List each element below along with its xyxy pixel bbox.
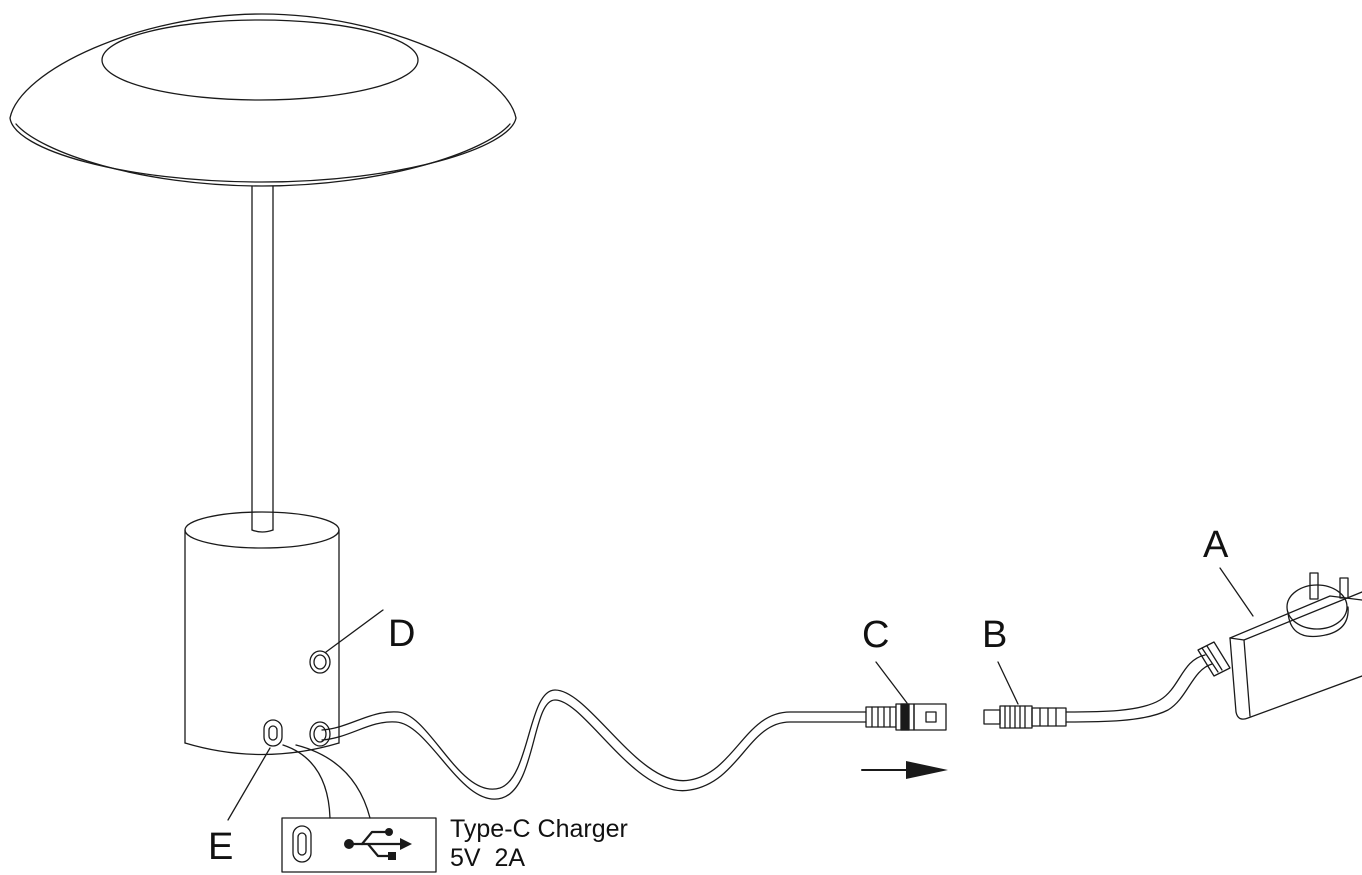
- usb-c-port: [263, 719, 283, 747]
- leader-e: [227, 747, 271, 821]
- direction-arrow-icon: [861, 761, 948, 779]
- button-d: [309, 650, 331, 674]
- label-e: E: [208, 826, 234, 868]
- leader-a: [1219, 567, 1254, 617]
- label-c: C: [862, 614, 890, 656]
- charger-type-label: Type-C Charger: [450, 815, 628, 843]
- detail-leader-1: [282, 744, 331, 819]
- label-b: B: [982, 614, 1008, 656]
- charger-detail-box: [281, 817, 437, 873]
- usb-c-port-icon: [292, 825, 312, 863]
- power-adapter-a: [1197, 572, 1362, 720]
- leader-b: [997, 661, 1019, 705]
- label-d: D: [388, 613, 416, 655]
- adapter-cable: [1065, 654, 1213, 723]
- charger-rating-label: 5V 2A: [450, 843, 526, 872]
- connector-c: [865, 703, 947, 731]
- lamp-shade: [9, 13, 517, 187]
- detail-leader-2: [295, 744, 371, 819]
- cable-inlet: [309, 721, 331, 747]
- lamp-base: [184, 511, 340, 756]
- wavy-cable: [321, 689, 867, 800]
- leader-c: [875, 661, 908, 704]
- leader-d: [325, 609, 384, 653]
- lamp-stem: [251, 185, 274, 533]
- plug-disc: [1286, 584, 1348, 630]
- label-a: A: [1203, 524, 1229, 566]
- usb-symbol-icon: [344, 828, 412, 860]
- charger-spec-text: Type-C Charger 5V 2A: [450, 815, 628, 873]
- shade-top-disc: [101, 19, 419, 101]
- connector-b: [983, 705, 1067, 729]
